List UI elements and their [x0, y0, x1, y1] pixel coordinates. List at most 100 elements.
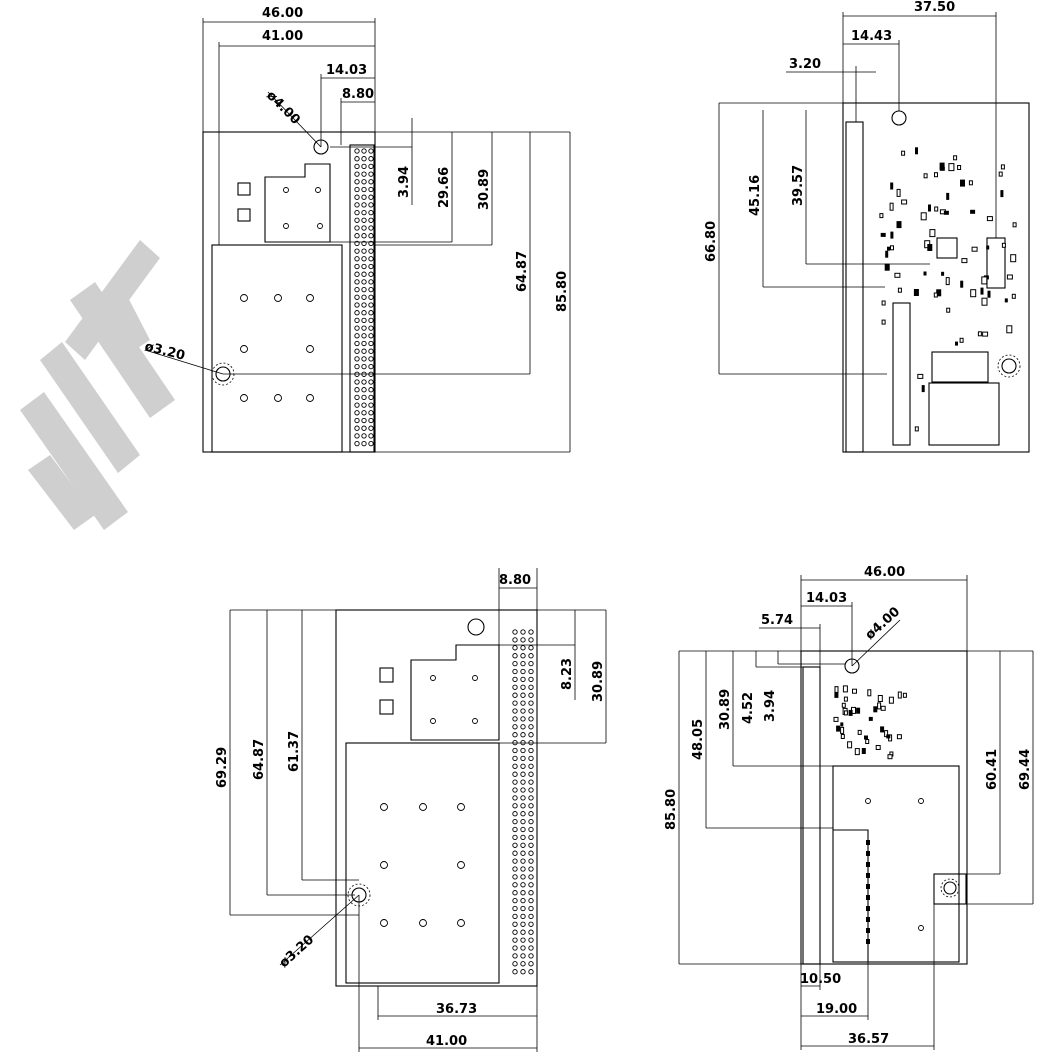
header-pin — [362, 334, 366, 338]
smd-part — [834, 692, 838, 698]
smd-part — [924, 174, 927, 178]
dim-14-43: 14.43 — [851, 29, 892, 44]
header-pin — [369, 380, 373, 384]
smd-part — [983, 332, 988, 336]
header-pin — [529, 788, 533, 792]
header-pin — [521, 851, 525, 855]
smd-part — [849, 710, 853, 716]
header-pin — [369, 418, 373, 422]
header-pin — [513, 804, 517, 808]
header-pin — [369, 226, 373, 230]
header-pin — [513, 638, 517, 642]
smd-part — [1000, 190, 1003, 197]
header-pin — [521, 630, 525, 634]
header-pin — [513, 851, 517, 855]
header-pin — [521, 843, 525, 847]
dim-46: 46.00 — [262, 6, 303, 21]
header-pin — [529, 804, 533, 808]
header-pin — [521, 859, 525, 863]
module-hole — [275, 295, 282, 302]
smd-part — [982, 277, 987, 284]
dim-69-29: 69.29 — [215, 747, 230, 788]
header-pin — [521, 962, 525, 966]
header-pin — [529, 654, 533, 658]
smd-part — [971, 290, 976, 297]
smd-part — [915, 147, 918, 154]
header-pin — [529, 946, 533, 950]
shield-module — [212, 245, 342, 452]
dim-45-16: 45.16 — [748, 175, 763, 216]
header-pin — [369, 341, 373, 345]
dim-64-87: 64.87 — [252, 739, 267, 780]
pad — [238, 183, 250, 195]
header-pin — [521, 796, 525, 800]
dim-dia-3-20: ø3.20 — [277, 932, 318, 971]
header-pin — [513, 654, 517, 658]
header-pin — [521, 914, 525, 918]
header-pin — [362, 341, 366, 345]
header-pin — [369, 311, 373, 315]
header-pin — [362, 195, 366, 199]
via — [318, 224, 323, 229]
header-pin — [355, 187, 359, 191]
module-step — [833, 830, 868, 962]
header-pin — [513, 725, 517, 729]
header-pin — [521, 906, 525, 910]
header-pin — [529, 638, 533, 642]
header-pin — [362, 264, 366, 268]
header-pin — [521, 725, 525, 729]
header-pin — [362, 234, 366, 238]
header-strip — [803, 667, 820, 964]
header-pin — [513, 827, 517, 831]
smd-part — [960, 281, 963, 288]
header-pin — [529, 914, 533, 918]
dim-8-80: 8.80 — [342, 87, 374, 102]
header-pin — [355, 203, 359, 207]
header-pin — [355, 357, 359, 361]
header-pin — [355, 180, 359, 184]
board-outline — [843, 103, 1029, 452]
smd-part — [878, 703, 881, 709]
header-pin — [362, 249, 366, 253]
header-pin — [369, 203, 373, 207]
dim-36-73: 36.73 — [436, 1002, 477, 1017]
mcu — [937, 238, 957, 258]
header-pin — [521, 646, 525, 650]
header-pin — [362, 426, 366, 430]
smd-part — [866, 895, 870, 900]
header-pin — [521, 938, 525, 942]
header-pin — [529, 733, 533, 737]
header-pin — [513, 843, 517, 847]
smd-part — [890, 183, 893, 190]
header-pin — [513, 875, 517, 879]
pad — [238, 209, 250, 221]
dim-14-03: 14.03 — [326, 63, 367, 78]
smd-part — [856, 708, 860, 714]
header-pin — [529, 756, 533, 760]
header-pin — [355, 149, 359, 153]
header-pin — [521, 733, 525, 737]
header-pin — [355, 234, 359, 238]
header-pin — [369, 434, 373, 438]
header-pin — [529, 819, 533, 823]
header-pin — [513, 906, 517, 910]
smd-part — [858, 730, 861, 734]
header-pin — [362, 257, 366, 261]
dim-3-20: 3.20 — [789, 57, 821, 72]
dim-4-52: 4.52 — [741, 692, 756, 724]
header-pin — [369, 364, 373, 368]
header-pin — [529, 812, 533, 816]
header-pin — [362, 311, 366, 315]
smd-part — [880, 214, 883, 218]
header-pin — [529, 883, 533, 887]
smd-part — [882, 320, 885, 324]
header-pin — [355, 287, 359, 291]
header-pin — [513, 630, 517, 634]
header-pin — [355, 272, 359, 276]
header-pin — [355, 349, 359, 353]
header-pin — [529, 764, 533, 768]
header-pin — [369, 257, 373, 261]
header-pin — [529, 938, 533, 942]
smd-part — [986, 246, 989, 250]
smd-part — [866, 928, 870, 933]
